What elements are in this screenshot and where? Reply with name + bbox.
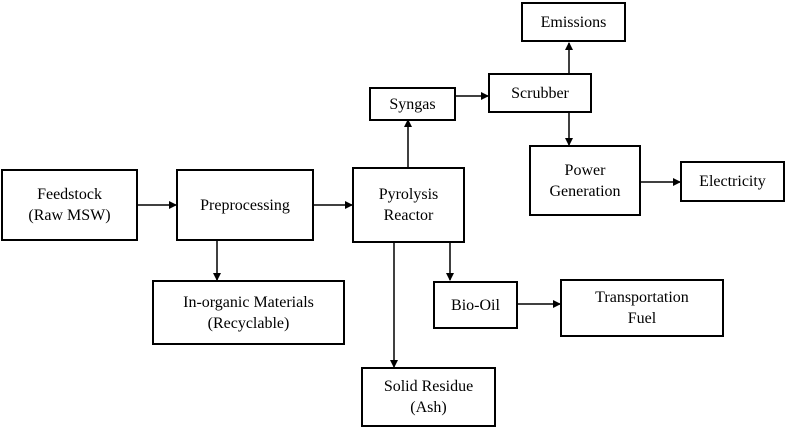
node-inorganic-line-2: (Recyclable) bbox=[207, 314, 290, 332]
node-emissions-line-1: Emissions bbox=[540, 13, 607, 31]
node-emissions: Emissions bbox=[521, 2, 626, 42]
node-residue-line-1: Solid Residue bbox=[383, 378, 474, 395]
node-inorganic-materials: In-organic Materials (Recyclable) bbox=[152, 280, 345, 345]
node-electricity: Electricity bbox=[680, 161, 785, 202]
node-power-generation: Power Generation bbox=[529, 145, 641, 216]
node-inorganic-line-1: In-organic Materials bbox=[183, 293, 314, 311]
node-bio-oil: Bio-Oil bbox=[433, 281, 518, 329]
node-electricity-line-1: Electricity bbox=[699, 173, 766, 190]
node-pyrolysis-reactor: Pyrolysis Reactor bbox=[352, 167, 465, 243]
node-syngas: Syngas bbox=[369, 87, 456, 121]
node-preprocessing: Preprocessing bbox=[176, 169, 314, 241]
node-power-line-2: Generation bbox=[549, 182, 621, 200]
node-transport-line-2: Fuel bbox=[627, 310, 657, 327]
node-syngas-line-1: Syngas bbox=[389, 95, 436, 113]
node-biooil-line-1: Bio-Oil bbox=[451, 296, 500, 314]
node-feedstock-line-1: Feedstock bbox=[37, 186, 102, 203]
node-feedstock-line-2: (Raw MSW) bbox=[28, 207, 111, 224]
node-scrubber: Scrubber bbox=[488, 73, 592, 113]
node-transport-line-1: Transportation bbox=[595, 289, 689, 306]
node-pyrolysis-line-2: Reactor bbox=[383, 207, 434, 224]
node-power-line-1: Power bbox=[564, 161, 606, 179]
node-feedstock: Feedstock (Raw MSW) bbox=[1, 169, 138, 241]
node-solid-residue: Solid Residue (Ash) bbox=[361, 367, 496, 427]
node-preprocessing-line-1: Preprocessing bbox=[200, 196, 290, 214]
node-transportation-fuel: Transportation Fuel bbox=[560, 279, 724, 337]
node-residue-line-2: (Ash) bbox=[410, 399, 447, 416]
node-pyrolysis-line-1: Pyrolysis bbox=[378, 186, 439, 203]
node-scrubber-line-1: Scrubber bbox=[511, 84, 569, 102]
